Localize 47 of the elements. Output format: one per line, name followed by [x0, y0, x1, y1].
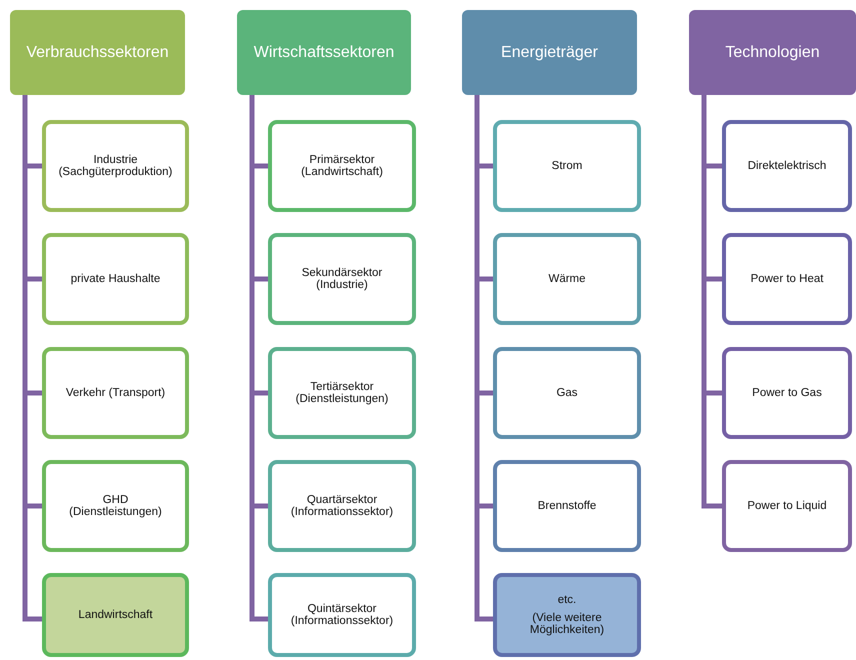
item-box: [42, 233, 189, 325]
item-box: [722, 233, 852, 325]
item-text: Power to Liquid: [747, 500, 827, 512]
item-text: Landwirtschaft: [78, 609, 153, 621]
item-text: etc.: [558, 594, 576, 606]
category-header: [689, 10, 856, 95]
item-box: [493, 347, 641, 439]
category-header: [237, 10, 411, 95]
item-text: Sekundärsektor (Industrie): [300, 267, 384, 291]
header-text: Wirtschaftssektoren: [254, 44, 394, 62]
item-box: [493, 120, 641, 212]
item-text: Gas: [556, 387, 578, 399]
item-box: [493, 233, 641, 325]
item-box: [268, 233, 416, 325]
item-box: [268, 573, 416, 657]
item-text: Quintärsektor (Informationssektor): [290, 603, 394, 627]
header-text: Verbrauchssektoren: [26, 44, 169, 62]
item-text: GHD (Dienstleistungen): [68, 494, 163, 518]
item-text: Power to Gas: [752, 387, 822, 399]
item-text: Primärsektor (Landwirtschaft): [300, 154, 384, 178]
item-text: Tertiärsektor (Dienstleistungen): [294, 381, 390, 405]
item-text: Power to Heat: [750, 273, 824, 285]
item-box: [493, 573, 641, 657]
item-text: Industrie (Sachgüterproduktion): [58, 154, 174, 178]
item-box: [722, 460, 852, 552]
item-box: [42, 573, 189, 657]
item-text: Direktelektrisch: [748, 160, 826, 172]
category-header: [10, 10, 185, 95]
header-text: Technologien: [725, 44, 820, 62]
item-box: [42, 120, 189, 212]
item-text: Brennstoffe: [538, 500, 596, 512]
item-box: [722, 347, 852, 439]
item-box: [268, 347, 416, 439]
item-text: Quartärsektor (Informationssektor): [290, 494, 394, 518]
item-box: [42, 460, 189, 552]
category-header: [462, 10, 637, 95]
item-text: Wärme: [548, 273, 586, 285]
item-box: [493, 460, 641, 552]
item-box: [722, 120, 852, 212]
item-text: Strom: [552, 160, 582, 172]
item-text: Verkehr (Transport): [66, 387, 166, 399]
item-box: [42, 347, 189, 439]
item-box: [268, 460, 416, 552]
item-text: (Viele weitere Möglichkeiten): [528, 612, 606, 636]
header-text: Energieträger: [501, 44, 598, 62]
item-text: private Haushalte: [70, 273, 160, 285]
item-box: [268, 120, 416, 212]
